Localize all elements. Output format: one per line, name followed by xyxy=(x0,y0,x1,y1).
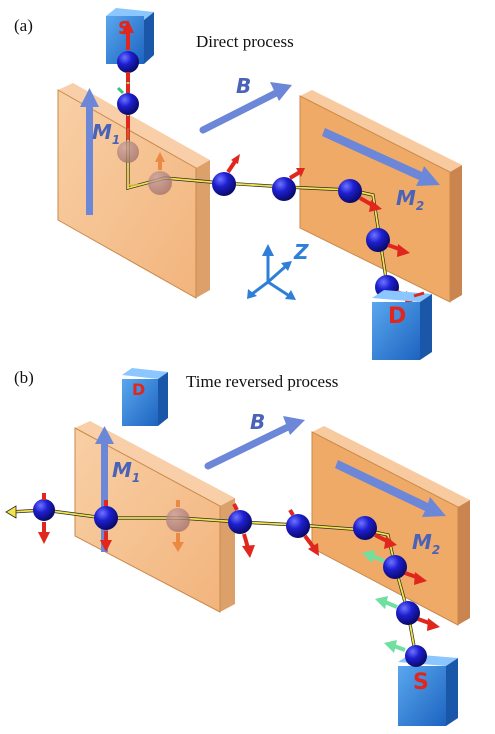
source-letter: S xyxy=(118,18,131,39)
spin-sphere xyxy=(33,493,55,544)
field-label: B xyxy=(236,74,252,98)
magnet1-arrow xyxy=(95,426,114,552)
panel-b: (b) Time reversed process B M1 M2 D S xyxy=(0,360,495,734)
magnet-plate-2 xyxy=(299,90,462,303)
spin-sphere xyxy=(353,516,397,549)
source-letter: S xyxy=(413,670,429,695)
magnet2-subscript: 2 xyxy=(431,543,441,557)
axis-label: Z xyxy=(294,240,309,264)
magnet1-arrow xyxy=(80,88,99,215)
spin-sphere xyxy=(116,84,139,128)
ghost-sphere xyxy=(148,152,172,195)
spin-spheres xyxy=(33,493,440,667)
magnet2-subscript: 2 xyxy=(415,199,425,213)
spin-sphere xyxy=(94,500,118,552)
field-arrow xyxy=(199,82,292,134)
panel-label: (a) xyxy=(14,16,33,35)
panel-a-diagram xyxy=(57,8,462,360)
magnet1-subscript: 1 xyxy=(131,471,141,485)
magnet-plate-1 xyxy=(57,83,210,299)
magnet1-label: M1 xyxy=(112,458,141,485)
spin-sphere xyxy=(366,228,410,257)
panel-a: (a) Direct process B M1 M2 Z S D xyxy=(0,0,495,360)
field-arrow xyxy=(204,416,305,470)
panel-title: Direct process xyxy=(196,32,294,51)
spin-sphere xyxy=(286,508,319,556)
panel-label: (b) xyxy=(14,368,34,387)
detector-box xyxy=(122,368,168,426)
spin-sphere xyxy=(272,168,305,201)
spin-spheres xyxy=(116,20,418,304)
magnet2-label: M2 xyxy=(412,530,441,557)
spin-sphere xyxy=(362,550,427,585)
spin-sphere xyxy=(228,503,255,558)
magnet-plate-2 xyxy=(311,426,470,626)
magnet2-arrow xyxy=(335,460,446,517)
magnet-plate-1 xyxy=(74,421,235,613)
coordinate-axes xyxy=(247,244,296,300)
spin-sphere xyxy=(117,20,139,82)
magnet2-arrow xyxy=(322,128,440,186)
spin-sphere xyxy=(375,596,440,631)
spin-sphere xyxy=(338,179,382,212)
spin-sphere xyxy=(212,154,240,196)
detector-letter: D xyxy=(132,380,146,399)
source-box xyxy=(106,8,154,64)
field-label: B xyxy=(250,410,266,434)
magnet1-label: M1 xyxy=(92,120,121,147)
ghost-sphere xyxy=(166,500,190,552)
magnet1-subscript: 1 xyxy=(111,133,121,147)
detector-letter: D xyxy=(388,304,407,329)
spin-sphere xyxy=(384,640,427,667)
ghost-sphere xyxy=(117,128,139,186)
panel-title: Time reversed process xyxy=(186,372,339,391)
panel-b-diagram xyxy=(5,368,470,726)
magnet2-label: M2 xyxy=(396,186,425,213)
detector-box xyxy=(372,290,432,360)
